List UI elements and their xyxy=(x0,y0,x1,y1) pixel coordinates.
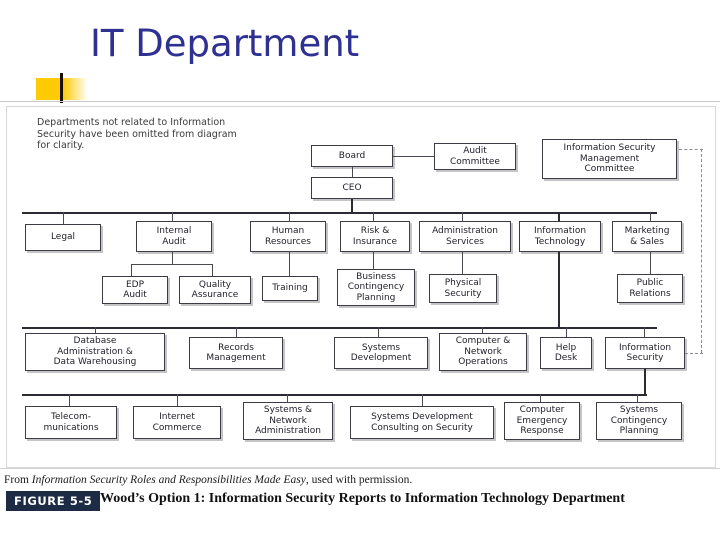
figure-number-badge: FIGURE 5-5 xyxy=(6,491,101,511)
node-physical-security[interactable]: Physical Security xyxy=(429,274,497,303)
connector-drop-help-desk xyxy=(566,327,567,337)
node-public-relations[interactable]: Public Relations xyxy=(617,274,683,303)
dashed-connector-to-information-security xyxy=(685,353,703,354)
title-divider xyxy=(0,101,720,102)
node-edp-audit[interactable]: EDP Audit xyxy=(102,276,168,304)
connector-it-down xyxy=(558,252,560,327)
node-information-security[interactable]: Information Security xyxy=(605,337,685,369)
connector-ia-qa xyxy=(212,264,213,276)
node-board[interactable]: Board xyxy=(311,145,393,167)
connector-drop-information-technology xyxy=(558,212,560,224)
node-telecommunications[interactable]: Telecom- munications xyxy=(25,406,117,439)
connector-bus-row2 xyxy=(22,212,657,214)
connector-drop-internet-commerce xyxy=(177,394,178,406)
page-title: IT Department xyxy=(90,22,360,65)
connector-ceo-down xyxy=(351,199,353,212)
connector-drop-internal-audit xyxy=(172,212,173,224)
dashed-connector-vertical xyxy=(701,149,702,353)
node-internet-commerce[interactable]: Internet Commerce xyxy=(133,406,221,439)
node-information-technology[interactable]: Information Technology xyxy=(519,221,601,252)
node-training[interactable]: Training xyxy=(262,276,318,301)
connector-board-audit xyxy=(393,156,434,157)
source-attribution: From Information Security Roles and Resp… xyxy=(4,474,412,486)
connector-hr-training xyxy=(289,252,290,276)
diagram-note: Departments not related to Information S… xyxy=(37,117,237,151)
connector-admin-physical xyxy=(462,252,463,274)
node-marketing-sales[interactable]: Marketing & Sales xyxy=(612,221,682,252)
node-quality-assurance[interactable]: Quality Assurance xyxy=(179,276,251,304)
connector-drop-cert xyxy=(540,394,541,402)
connector-ia-bar xyxy=(131,264,213,265)
source-prefix: From xyxy=(4,474,32,486)
node-systems-development-consulting[interactable]: Systems Development Consulting on Securi… xyxy=(350,406,494,439)
connector-drop-systems-contingency xyxy=(637,394,638,402)
source-title: Information Security Roles and Responsib… xyxy=(31,474,306,486)
connector-drop-administration xyxy=(462,212,463,224)
node-risk-insurance[interactable]: Risk & Insurance xyxy=(340,221,410,252)
connector-drop-risk xyxy=(373,212,374,224)
node-computer-network-operations[interactable]: Computer & Network Operations xyxy=(439,333,527,371)
node-information-security-management-committee[interactable]: Information Security Management Committe… xyxy=(542,139,677,179)
node-computer-emergency-response[interactable]: Computer Emergency Response xyxy=(504,402,580,440)
connector-drop-sdc-security xyxy=(422,394,423,406)
connector-marketing-pr xyxy=(650,252,651,274)
node-ceo[interactable]: CEO xyxy=(311,177,393,199)
org-chart-diagram: Departments not related to Information S… xyxy=(6,106,716,468)
source-suffix: , used with permission. xyxy=(305,474,413,486)
connector-ia-edp xyxy=(131,264,132,276)
node-legal[interactable]: Legal xyxy=(25,224,101,251)
connector-drop-database xyxy=(95,327,96,337)
caption-divider xyxy=(0,468,720,469)
connector-drop-marketing xyxy=(650,212,651,224)
connector-risk-bcp xyxy=(373,252,374,269)
connector-drop-information-security xyxy=(644,327,645,337)
node-systems-development[interactable]: Systems Development xyxy=(334,337,428,369)
node-records-management[interactable]: Records Management xyxy=(189,337,283,369)
node-human-resources[interactable]: Human Resources xyxy=(250,221,326,252)
node-systems-contingency-planning[interactable]: Systems Contingency Planning xyxy=(596,402,682,440)
connector-drop-records xyxy=(236,327,237,337)
figure-caption-text: Wood’s Option 1: Information Security Re… xyxy=(100,491,625,506)
node-database-administration[interactable]: Database Administration & Data Warehousi… xyxy=(25,333,165,371)
node-systems-network-administration[interactable]: Systems & Network Administration xyxy=(243,402,333,440)
connector-drop-human-resources xyxy=(289,212,290,224)
node-internal-audit[interactable]: Internal Audit xyxy=(136,221,212,252)
node-administration-services[interactable]: Administration Services xyxy=(419,221,511,252)
connector-ia-stem xyxy=(172,252,173,264)
dashed-connector-ismc-right xyxy=(679,149,703,150)
node-help-desk[interactable]: Help Desk xyxy=(540,337,592,369)
node-audit-committee[interactable]: Audit Committee xyxy=(434,143,516,170)
connector-drop-legal xyxy=(63,212,64,224)
connector-drop-computer-network xyxy=(482,327,483,333)
connector-drop-telecom xyxy=(69,394,70,406)
node-business-contingency-planning[interactable]: Business Contingency Planning xyxy=(337,269,415,306)
connector-drop-systems-development xyxy=(378,327,379,337)
connector-bus-row4 xyxy=(22,327,657,329)
connector-is-down xyxy=(644,369,646,394)
connector-bus-row5 xyxy=(22,394,647,396)
title-accent-tick xyxy=(60,73,63,103)
connector-board-ceo xyxy=(352,167,353,177)
connector-drop-systems-network-admin xyxy=(287,394,288,402)
